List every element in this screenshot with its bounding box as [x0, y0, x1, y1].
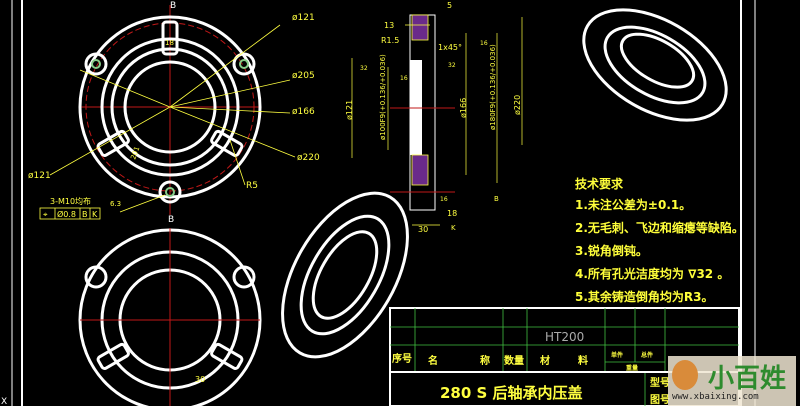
dim-label: ø121: [28, 171, 51, 181]
roughness-symbol: 16: [400, 75, 408, 82]
header-material: 材: [540, 354, 550, 367]
datum-label-k: K: [451, 224, 456, 232]
dim-label: 1x45°: [438, 43, 462, 52]
roughness-symbol: 32: [360, 65, 368, 72]
isometric-view-bottom: [281, 191, 409, 359]
header-seq: 序号: [392, 352, 412, 365]
ucs-x-label: X: [1, 397, 7, 406]
dim-label: ø220: [297, 153, 320, 163]
requirement-item: 2.无毛刺、飞边和缩瘪等缺陷。: [575, 221, 744, 235]
watermark-url: www.xbaixing.com: [672, 392, 759, 402]
tolerance-frame: ⌖ Ø0.8 B K: [39, 207, 101, 220]
isometric-view-top: [582, 8, 728, 122]
svg-text:⌖: ⌖: [43, 210, 48, 219]
header-weight: 重量: [626, 364, 638, 372]
watermark-logo: 小百姓: [708, 364, 787, 394]
header-qty: 数量: [504, 354, 524, 367]
material-cell: HT200: [545, 330, 584, 344]
mascot-icon: [672, 360, 698, 390]
requirement-item: 1.未注公差为±0.1。: [575, 198, 692, 212]
header-unit: 单件: [611, 351, 623, 359]
roughness-symbol: 32: [448, 62, 456, 69]
roughness-symbol: 16: [440, 196, 448, 203]
dim-label: R1.5: [381, 36, 399, 45]
drawing-title: 280 S 后轴承内压盖: [440, 384, 583, 402]
dim-label: ø166: [459, 98, 468, 118]
svg-text:K: K: [92, 210, 98, 219]
drawing-no-label: 图号: [650, 394, 670, 406]
datum-label-b: B: [494, 195, 499, 203]
requirements-title: 技术要求: [575, 177, 624, 191]
requirement-item: 4.所有孔光洁度均为 ∇32 。: [575, 267, 730, 281]
front-view: [49, 5, 296, 215]
bottom-view: [78, 228, 262, 406]
section-marker-b-top: B: [170, 1, 176, 11]
dim-label: 30: [195, 375, 205, 384]
svg-text:Ø0.8: Ø0.8: [57, 209, 76, 219]
roughness-symbol: 6.3: [110, 200, 121, 208]
dim-label: ø205: [292, 71, 315, 81]
header-name: 称: [480, 354, 490, 367]
dim-label: 18: [447, 209, 457, 218]
section-view: [351, 14, 523, 226]
dim-label: ø121: [345, 100, 354, 120]
header-name: 名: [428, 354, 438, 367]
svg-text:B: B: [82, 210, 88, 219]
watermark: 小百姓 www.xbaixing.com: [668, 356, 796, 406]
header-total: 总件: [641, 351, 653, 359]
requirement-item: 3.锐角倒钝。: [575, 244, 648, 258]
dim-label: ø220: [513, 95, 522, 115]
header-material: 料: [578, 354, 588, 367]
roughness-symbol: 16: [480, 40, 488, 47]
dim-label: 201: [129, 145, 141, 160]
requirement-item: 5.其余铸造倒角均为R3。: [575, 290, 714, 304]
dim-label: ø166: [292, 107, 315, 117]
dim-label: ø121: [292, 13, 315, 23]
model-label: 型号: [650, 376, 670, 389]
dim-label: 18: [165, 39, 174, 47]
dim-label: 13: [384, 21, 394, 30]
hole-note: 3-M10均布: [50, 196, 91, 206]
dim-label: 5: [447, 1, 452, 10]
dim-label: 30: [418, 225, 428, 234]
dim-label: ø100F9(+0.136/+0.036): [379, 54, 387, 140]
dim-label: R5: [246, 181, 258, 191]
section-marker-b-bottom: B: [168, 215, 174, 225]
dim-label: ø180F9(+0.136/+0.036): [489, 44, 497, 130]
